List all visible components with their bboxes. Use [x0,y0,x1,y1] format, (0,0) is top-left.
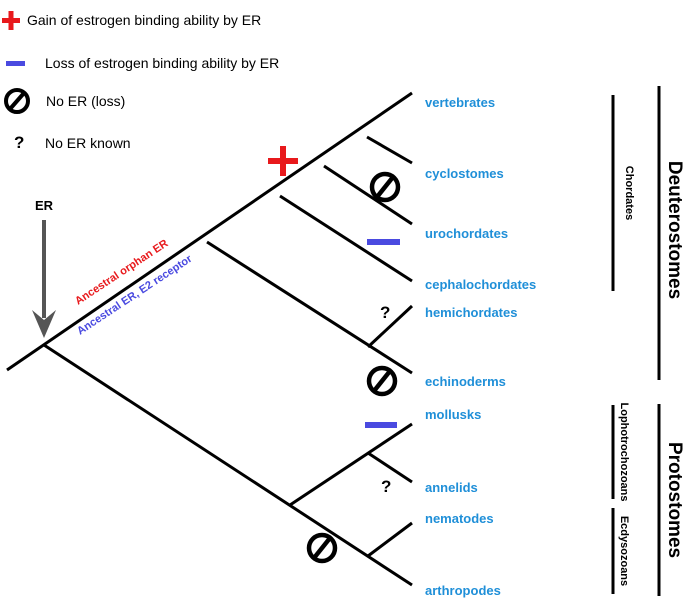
legend-no-er-known-text: No ER known [45,135,131,151]
legend-question-icon: ? [14,133,24,152]
no-er-marker-cyclostomes-icon [369,171,401,203]
taxon-hemichordates: hemichordates [425,305,517,320]
legend: Gain of estrogen binding ability by ER L… [2,11,279,152]
chordates-label: Chordates [623,166,635,220]
taxon-urochordates: urochordates [425,226,508,241]
no-er-marker-ecdysozoans-icon [306,532,338,564]
lophotrochozoans-label: Lophotrochozoans [618,403,630,502]
legend-gain-text: Gain of estrogen binding ability by ER [27,12,261,28]
gain-symbol-icon [2,11,20,30]
loss-symbol-icon [6,61,25,66]
er-arrow: ER [32,198,56,338]
taxon-labels: vertebrates cyclostomes urochordates cep… [425,95,536,598]
loss-marker-urochordates-icon [367,239,400,245]
arrow-down-icon [32,310,56,338]
taxon-cephalochordates: cephalochordates [425,277,536,292]
gain-marker-icon [268,146,298,176]
no-er-known-annelids-icon: ? [381,477,391,496]
no-er-known-hemichordates-icon: ? [380,303,390,322]
taxon-nematodes: nematodes [425,511,494,526]
clade-brackets: Chordates Deuterostomes Lophotrochozoans… [611,86,685,596]
no-er-marker-echinoderms-icon [366,365,398,397]
legend-loss-text: Loss of estrogen binding ability by ER [45,55,279,71]
no-er-symbol-icon [4,88,30,114]
taxon-mollusks: mollusks [425,407,481,422]
deuterostomes-label: Deuterostomes [664,161,685,299]
taxon-vertebrates: vertebrates [425,95,495,110]
er-label: ER [35,198,54,213]
ecdysozoans-label: Ecdysozoans [618,516,630,586]
taxon-arthropodes: arthropodes [425,583,501,598]
loss-marker-mollusks-icon [365,422,397,428]
legend-no-er-text: No ER (loss) [46,93,125,109]
tree-branches [6,91,414,587]
taxon-echinoderms: echinoderms [425,374,506,389]
taxon-cyclostomes: cyclostomes [425,166,504,181]
protostomes-label: Protostomes [664,442,685,558]
taxon-annelids: annelids [425,480,478,495]
